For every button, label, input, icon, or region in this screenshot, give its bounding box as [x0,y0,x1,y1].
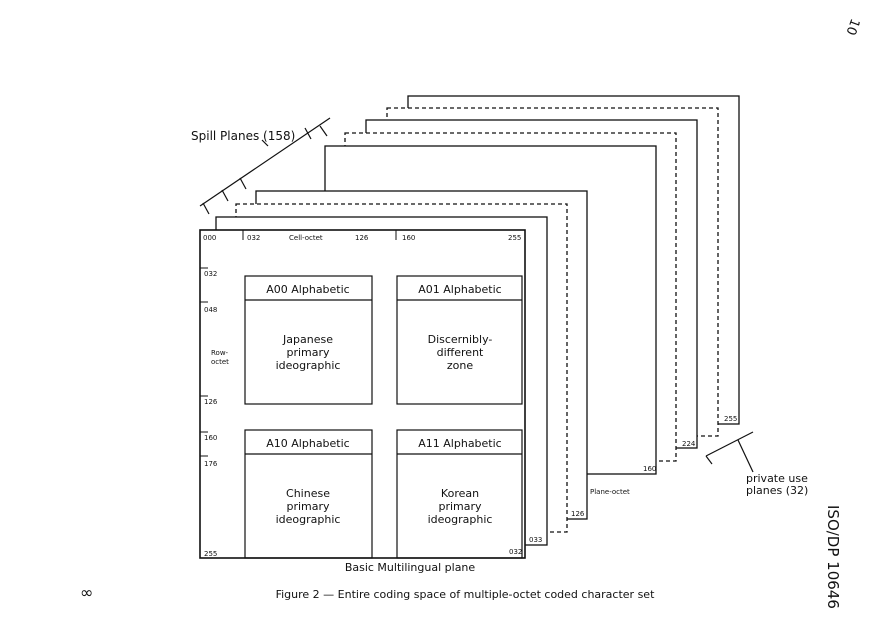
zone-a10-title: A10 Alphabetic [266,437,349,450]
plane-octet-label: Plane-octet [590,488,630,496]
zone-a00-title: A00 Alphabetic [266,283,349,296]
row-tick-126: 126 [204,398,218,406]
spill-planes-label: Spill Planes (158) [191,129,295,143]
side-label: ISO/DP 10646 [824,505,842,609]
zone-a11-title: A11 Alphabetic [418,437,501,450]
col-tick-126: 126 [355,234,369,242]
col-tick-255: 255 [508,234,521,242]
zone-texts: A00 Alphabetic Japanese primary ideograp… [266,283,501,526]
figure-caption: Figure 2 — Entire coding space of multip… [276,588,655,601]
bmp-rulers [200,230,397,457]
row-octet-label-2: octet [211,358,229,366]
basic-multilingual-plane [199,229,526,559]
zone-a11-box [396,429,523,559]
zone-a01-title: A01 Alphabetic [418,283,501,296]
zone-a00-box [244,275,373,405]
zone-a10-box [244,429,373,559]
zone-a00-line3: ideographic [276,359,341,372]
zone-a11-line3: ideographic [428,513,493,526]
zone-a10-line2: primary [286,500,330,513]
plane-number-255: 255 [724,415,737,423]
plane-number-160: 160 [643,465,656,473]
bmp-column-ticks: 000 032 Cell-octet 126 160 255 [203,234,521,242]
row-tick-176: 176 [204,460,218,468]
plane-number-126: 126 [571,510,585,518]
zone-a01-box [396,275,523,405]
bmp-corner-value: 032 [509,548,522,556]
row-tick-255: 255 [204,550,217,558]
bmp-caption: Basic Multilingual plane [345,561,476,574]
plane-numbers: 033 126 160 224 255 Plane-octet [529,415,737,544]
zone-a00-line1: Japanese [282,333,333,346]
zone-a00-line2: primary [286,346,330,359]
zone-boxes [244,275,523,559]
row-octet-label-1: Row- [211,349,229,357]
corner-mark: 10 [842,16,862,37]
zone-a01-line1: Discernibly- [428,333,493,346]
row-tick-048: 048 [204,306,217,314]
plane-number-224: 224 [682,440,696,448]
zone-a11-line2: primary [438,500,482,513]
private-use-label-1: private use [746,472,808,485]
cell-octet-label: Cell-octet [289,234,323,242]
zone-a01-line2: different [437,346,484,359]
zone-a10-line1: Chinese [286,487,330,500]
spill-planes-annotation [199,117,331,215]
row-tick-160: 160 [204,434,217,442]
col-tick-000: 000 [203,234,216,242]
col-tick-160: 160 [402,234,415,242]
page-mark: ∞ [80,583,93,602]
plane-stack [199,95,740,559]
plane-number-033: 033 [529,536,542,544]
bmp-row-ticks: 032 048 Row- octet 126 160 176 255 032 [204,270,522,558]
zone-a11-line1: Korean [441,487,479,500]
private-use-label-2: planes (32) [746,484,808,497]
col-tick-032: 032 [247,234,260,242]
row-tick-032: 032 [204,270,217,278]
zone-a01-line3: zone [447,359,473,372]
zone-a10-line3: ideographic [276,513,341,526]
private-use-annotation [705,431,754,473]
